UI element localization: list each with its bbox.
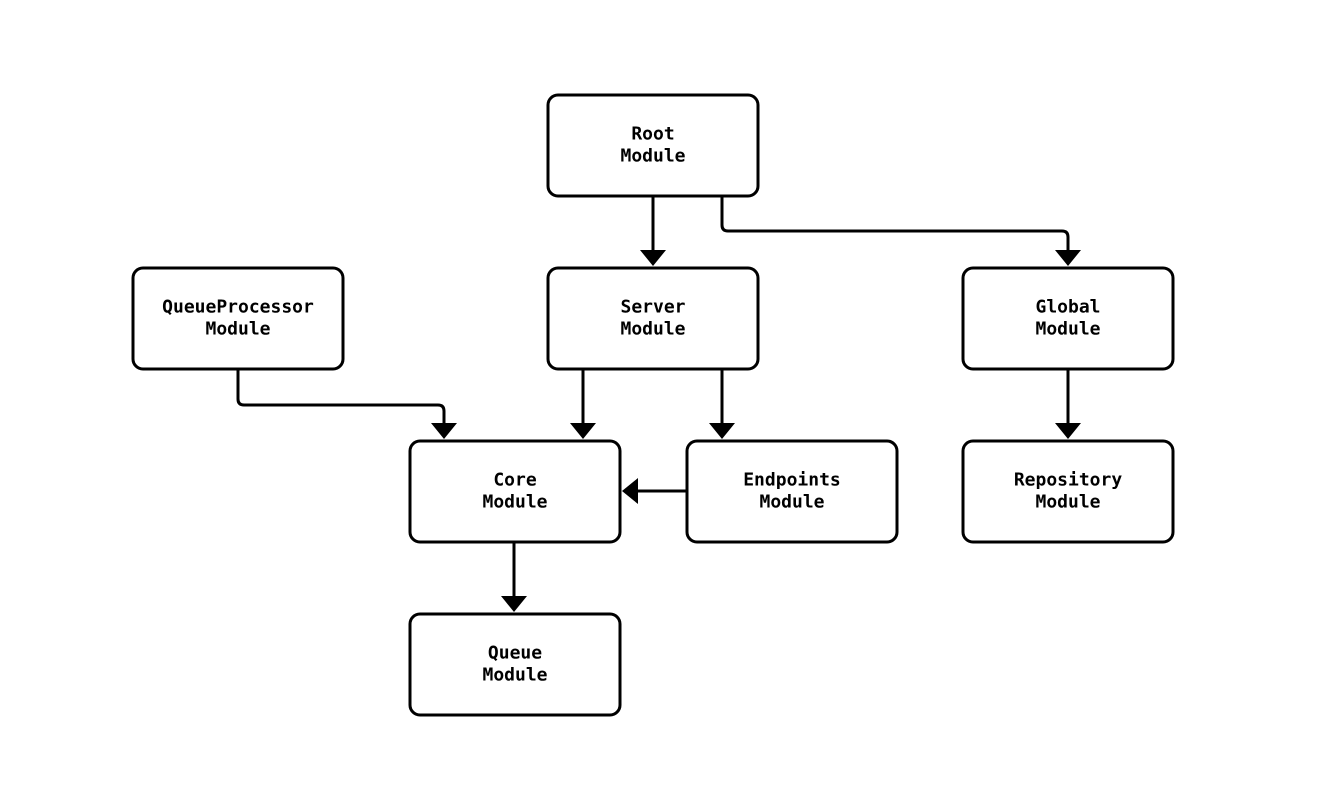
- edge-line: [236, 369, 446, 425]
- edge-root-to-server: Root Module to Server Module: [640, 196, 666, 266]
- node-box[interactable]: [131, 266, 345, 371]
- nodes-layer: RootModuleQueueProcessorModuleServerModu…: [131, 93, 1175, 717]
- node-label-line2: Module: [620, 319, 685, 340]
- node-label-line2: Module: [759, 492, 824, 513]
- node-box[interactable]: [546, 93, 760, 198]
- edge-server-to-endpoints: Server Module to Endpoints Module: [709, 369, 735, 439]
- edge-endpoints-to-core: Endpoints Module to Core Module: [622, 478, 687, 504]
- node-label-line2: Module: [205, 319, 270, 340]
- edge-queueprocessor-to-core: QueueProcessor Module to Core Module: [236, 369, 457, 439]
- edge-arrowhead: [622, 478, 638, 504]
- edges-layer: Root Module to Server Module Root Module …: [236, 196, 1081, 612]
- node-box[interactable]: [408, 612, 622, 717]
- edge-line: [720, 196, 1070, 252]
- node-box[interactable]: [685, 439, 899, 544]
- edge-arrowhead: [501, 596, 527, 612]
- node-label-line1: Global: [1035, 297, 1100, 318]
- node-label-line1: Queue: [488, 643, 542, 664]
- node-label-line1: QueueProcessor: [162, 297, 314, 318]
- node-label-line1: Endpoints: [743, 470, 841, 491]
- edge-arrowhead: [570, 423, 596, 439]
- node-label-line1: Root: [631, 124, 674, 145]
- node-box[interactable]: [408, 439, 622, 544]
- node-box[interactable]: [961, 266, 1175, 371]
- edge-arrowhead: [431, 423, 457, 439]
- node-label-line1: Core: [493, 470, 537, 491]
- node-label-line2: Module: [482, 492, 547, 513]
- node-label-line2: Module: [1035, 319, 1100, 340]
- edge-arrowhead: [1055, 250, 1081, 266]
- node-label-line2: Module: [1035, 492, 1100, 513]
- edge-arrowhead: [709, 423, 735, 439]
- node-label-line2: Module: [620, 146, 685, 167]
- edge-arrowhead: [640, 250, 666, 266]
- node-box[interactable]: [546, 266, 760, 371]
- node-label-line1: Server: [620, 297, 685, 318]
- node-label-line2: Module: [482, 665, 547, 686]
- edge-arrowhead: [1055, 423, 1081, 439]
- node-box[interactable]: [961, 439, 1175, 544]
- edge-server-to-core: Server Module to Core Module: [570, 369, 596, 439]
- edge-core-to-queue: Core Module to Queue Module: [501, 542, 527, 612]
- edge-global-to-repository: Global Module to Repository Module: [1055, 369, 1081, 439]
- node-label-line1: Repository: [1014, 470, 1123, 491]
- edge-root-to-global: Root Module to Global Module: [720, 196, 1081, 266]
